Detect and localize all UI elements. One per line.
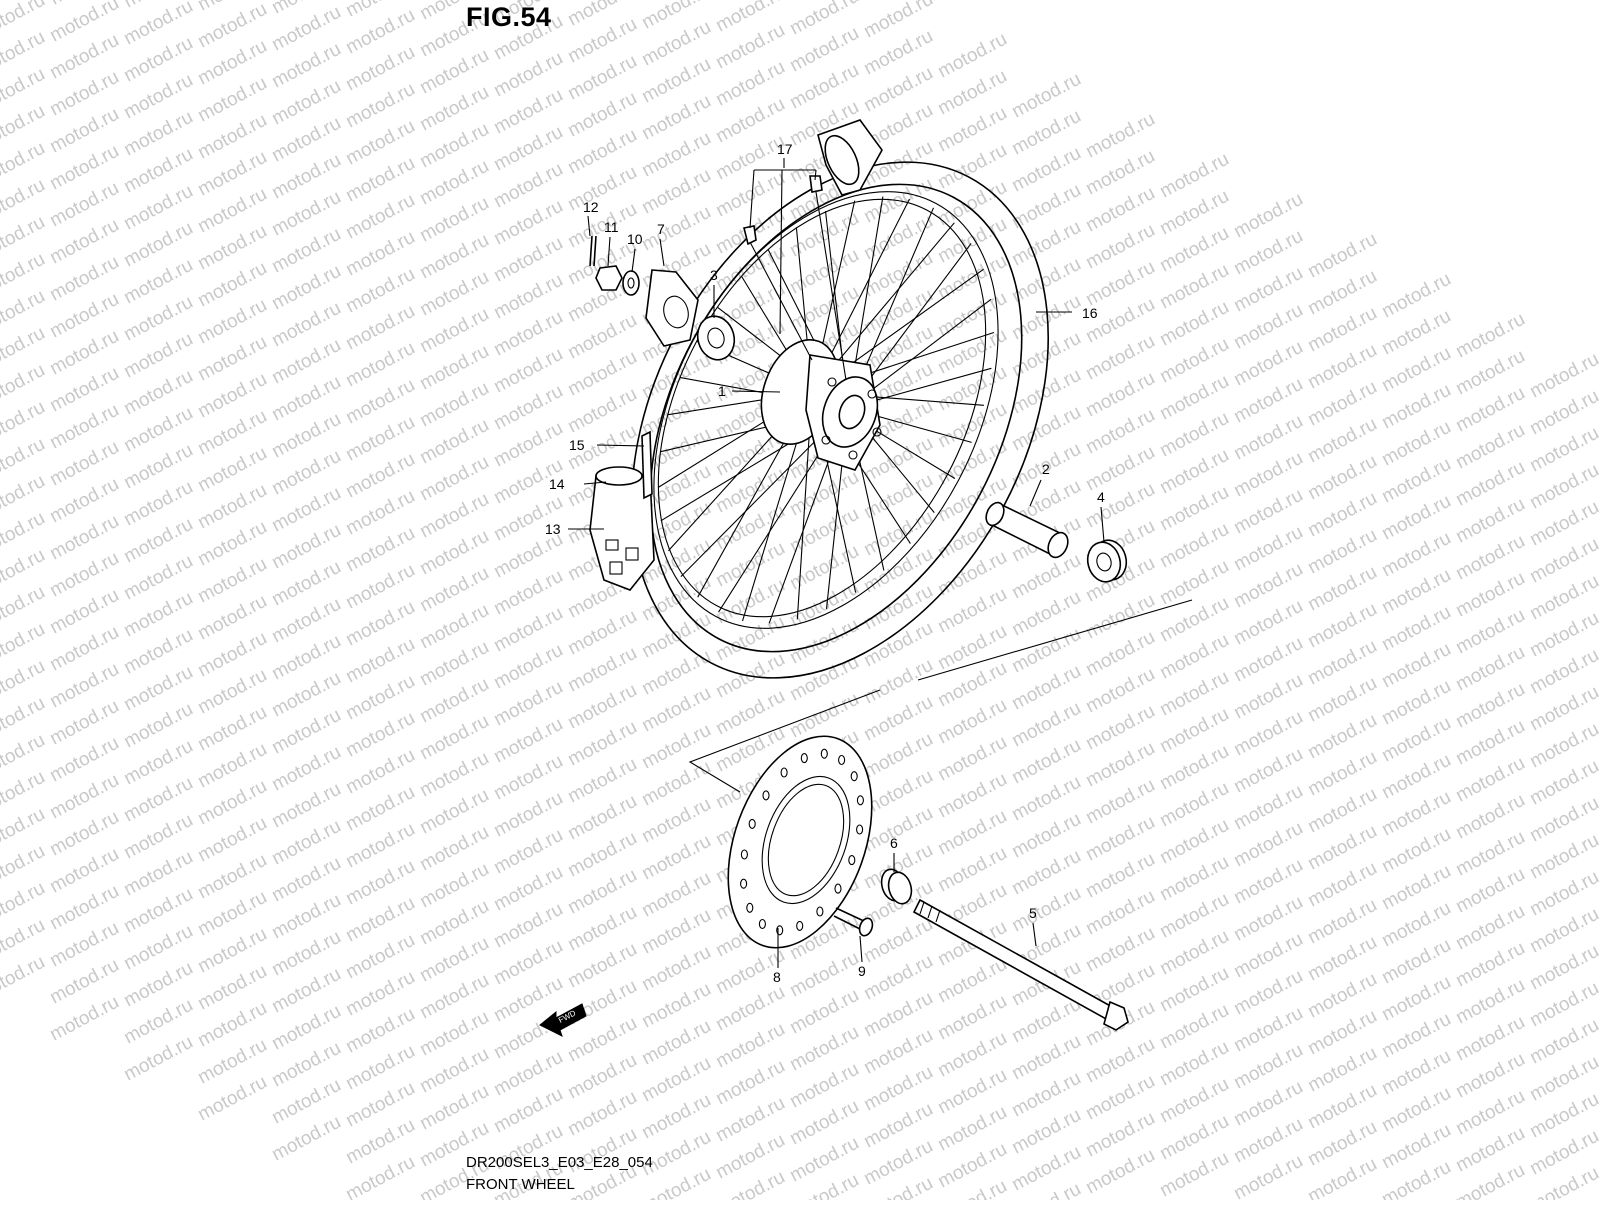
disc-bolt[interactable] <box>833 907 875 938</box>
diagram-name: FRONT WHEEL <box>466 1176 575 1193</box>
brake-disc[interactable] <box>701 716 898 967</box>
figure-title: FIG.54 <box>466 2 552 32</box>
spoke-nipples[interactable] <box>743 175 847 381</box>
callout-17: 17 <box>777 141 793 157</box>
callout-8: 8 <box>773 969 781 985</box>
disc-hole <box>856 795 864 806</box>
disc-hole <box>748 818 756 829</box>
disc-hole <box>848 855 856 866</box>
diagram-code: DR200SEL3_E03_E28_054 <box>466 1154 653 1171</box>
disc-hole <box>746 902 754 913</box>
right-bearing[interactable] <box>1083 537 1130 586</box>
hub-spacer[interactable] <box>983 500 1072 561</box>
leader-lines <box>568 158 1105 968</box>
callout-5: 5 <box>1029 905 1037 921</box>
callout-10: 10 <box>627 231 643 247</box>
callout-9: 9 <box>858 963 866 979</box>
callout-15: 15 <box>569 437 585 453</box>
callout-4: 4 <box>1097 489 1105 505</box>
disc-hole <box>800 753 808 764</box>
disc-hole <box>740 849 748 860</box>
disc-hole <box>850 771 858 782</box>
rim <box>653 191 999 629</box>
callout-1: 1 <box>718 383 726 399</box>
front-axle[interactable] <box>912 898 1129 1031</box>
disc-hole <box>838 754 846 766</box>
disc-hole <box>796 920 804 931</box>
speedometer-retainer[interactable] <box>645 269 699 347</box>
disc-hole <box>820 748 828 759</box>
speedometer-cable-guide <box>817 119 883 196</box>
disc-hole <box>758 918 766 930</box>
watermark-text: motod.ru <box>0 952 49 1006</box>
callout-13: 13 <box>545 521 561 537</box>
disc-hole <box>762 790 770 801</box>
callout-2: 2 <box>1042 461 1050 477</box>
disc-hole <box>816 906 824 917</box>
callout-11: 11 <box>604 219 619 235</box>
callout-6: 6 <box>890 835 898 851</box>
callout-12: 12 <box>583 199 599 215</box>
callout-7: 7 <box>657 221 665 237</box>
disc-hole <box>834 883 842 894</box>
callout-labels: 1 2 3 4 5 6 7 8 9 10 11 12 13 14 15 16 1… <box>545 141 1105 985</box>
callout-14: 14 <box>549 476 565 492</box>
axle-guide-lines <box>688 599 1193 793</box>
disc-hole <box>776 925 784 936</box>
callout-16: 16 <box>1082 305 1098 321</box>
cotter-pin[interactable] <box>589 235 597 267</box>
disc-hole <box>856 824 864 835</box>
callout-3: 3 <box>710 267 718 283</box>
wheel-hub[interactable] <box>748 329 887 471</box>
disc-hole <box>740 878 748 889</box>
left-bearing[interactable] <box>693 312 739 364</box>
disc-hole <box>780 767 788 778</box>
axle-collar[interactable] <box>878 867 915 907</box>
washer[interactable] <box>622 270 640 296</box>
speedometer-gearbox[interactable] <box>589 430 655 591</box>
axle-nut[interactable] <box>595 265 623 291</box>
